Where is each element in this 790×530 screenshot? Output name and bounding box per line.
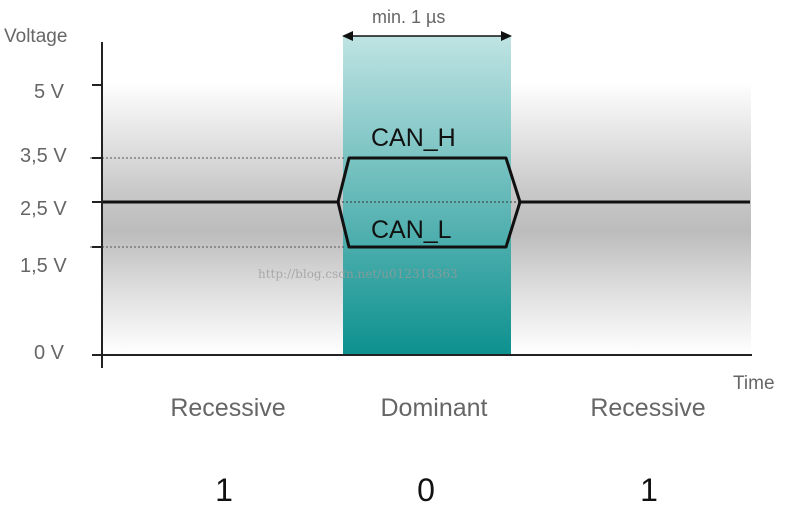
tick-label-1-5v: 1,5 V: [20, 255, 67, 277]
tick-label-5v: 5 V: [34, 81, 65, 103]
x-axis-label: Time: [733, 373, 775, 394]
bit-value-middle: 0: [417, 472, 435, 508]
tick-label-3-5v: 3,5 V: [20, 145, 67, 167]
timing-arrowhead-left: [342, 31, 353, 41]
can-h-trace: [336, 156, 522, 203]
can-h-label: CAN_H: [371, 124, 456, 152]
timing-arrowhead-right: [501, 31, 512, 41]
tick-label-0v: 0 V: [34, 342, 65, 364]
watermark: http://blog.csdn.net/u012318363: [258, 267, 458, 281]
can-l-label: CAN_L: [371, 216, 452, 244]
can-l-trace: [336, 201, 522, 249]
state-label-recessive-right: Recessive: [590, 394, 705, 422]
bit-value-right: 1: [640, 472, 658, 508]
dominant-region: [343, 36, 511, 354]
state-label-dominant: Dominant: [381, 394, 488, 422]
state-label-recessive-left: Recessive: [170, 394, 285, 422]
timing-label: min. 1 µs: [372, 7, 445, 27]
y-axis-label: Voltage: [4, 26, 67, 47]
tick-label-2-5v: 2,5 V: [20, 198, 67, 220]
bit-value-left: 1: [215, 472, 233, 508]
